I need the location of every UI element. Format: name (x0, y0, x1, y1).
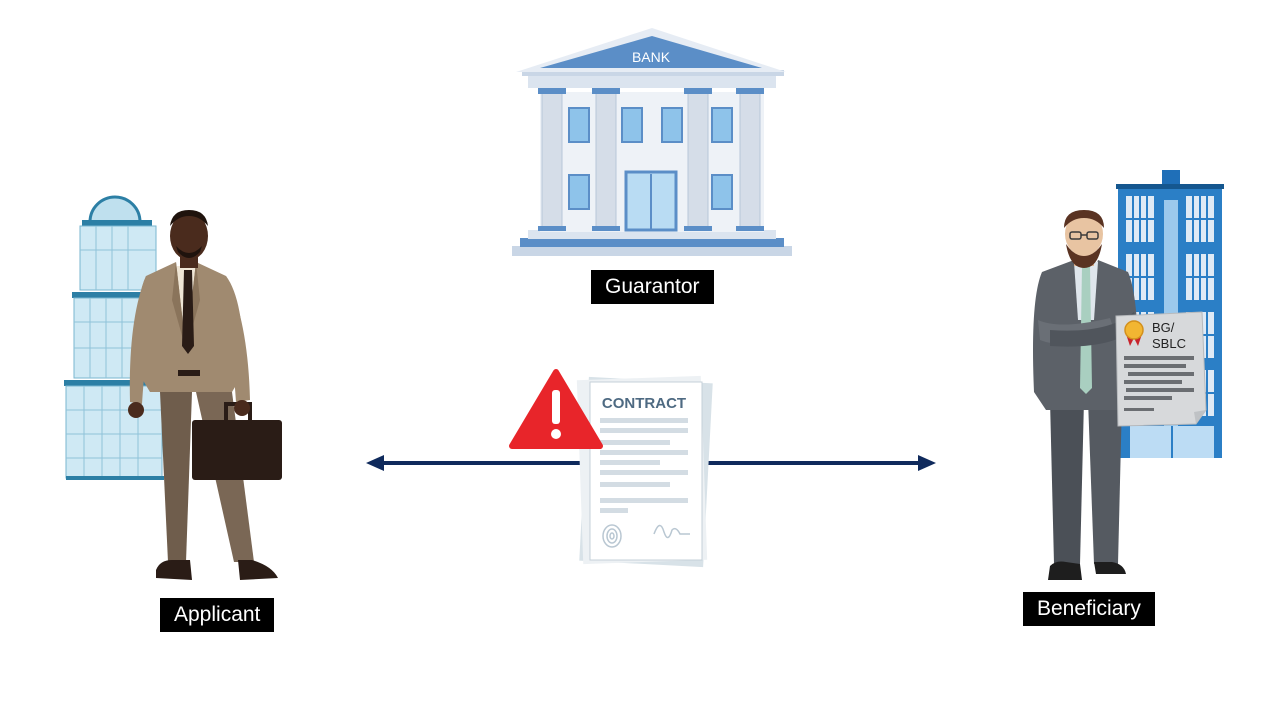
bank-sign-text: BANK (632, 49, 671, 65)
bank-icon: BANK (512, 28, 792, 256)
applicant-label: Applicant (160, 598, 275, 632)
guarantor-label: Guarantor (591, 270, 714, 304)
guarantee-doc-line2: SBLC (1152, 336, 1186, 351)
seal-icon (1124, 320, 1144, 346)
contract-title: CONTRACT (602, 395, 686, 412)
applicant-figure (128, 210, 282, 580)
beneficiary-figure (1033, 210, 1139, 580)
warning-icon (509, 369, 603, 449)
guarantee-doc-line1: BG/ (1152, 320, 1175, 335)
contract-icon: CONTRACT (576, 375, 713, 568)
beneficiary-label: Beneficiary (1023, 592, 1155, 626)
bg-sblc-document: BG/ SBLC (1115, 311, 1207, 427)
